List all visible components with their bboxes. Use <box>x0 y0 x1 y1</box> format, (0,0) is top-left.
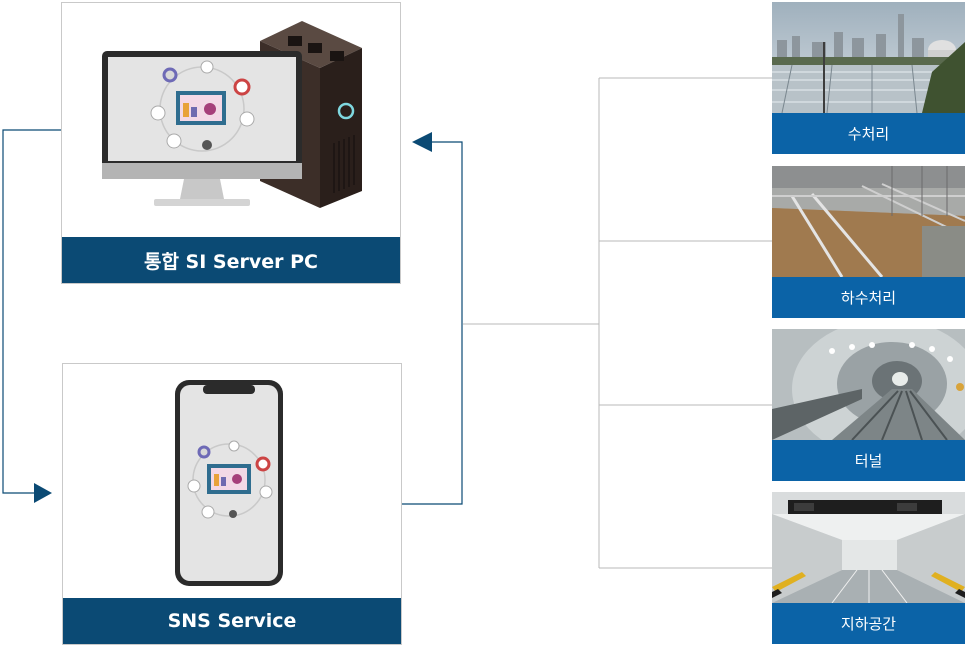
site-label: 수처리 <box>772 113 965 154</box>
site-underground-space: 지하공간 <box>772 492 965 644</box>
server-label: 통합 SI Server PC <box>62 237 400 283</box>
site-tunnel: 터널 <box>772 329 965 481</box>
site-label: 지하공간 <box>772 603 965 644</box>
water-treatment-photo <box>772 2 965 113</box>
sns-label: SNS Service <box>63 598 401 644</box>
site-sewage-treatment: 하수처리 <box>772 166 965 318</box>
sns-to-server-connector <box>402 141 463 505</box>
arrow-to-sns <box>34 483 52 503</box>
tunnel-photo <box>772 329 965 440</box>
monitor-and-tower-icon <box>102 21 362 208</box>
smartphone-icon <box>175 380 283 586</box>
site-label: 하수처리 <box>772 277 965 318</box>
site-label: 터널 <box>772 440 965 481</box>
server-card: 통합 SI Server PC <box>61 2 401 284</box>
site-water-treatment: 수처리 <box>772 2 965 154</box>
sns-card: SNS Service <box>62 363 402 645</box>
sewage-treatment-photo <box>772 166 965 277</box>
underground-space-photo <box>772 492 965 603</box>
server-to-sns-connector <box>2 129 62 494</box>
arrow-to-server <box>412 132 432 152</box>
sites-bracket <box>463 77 772 569</box>
